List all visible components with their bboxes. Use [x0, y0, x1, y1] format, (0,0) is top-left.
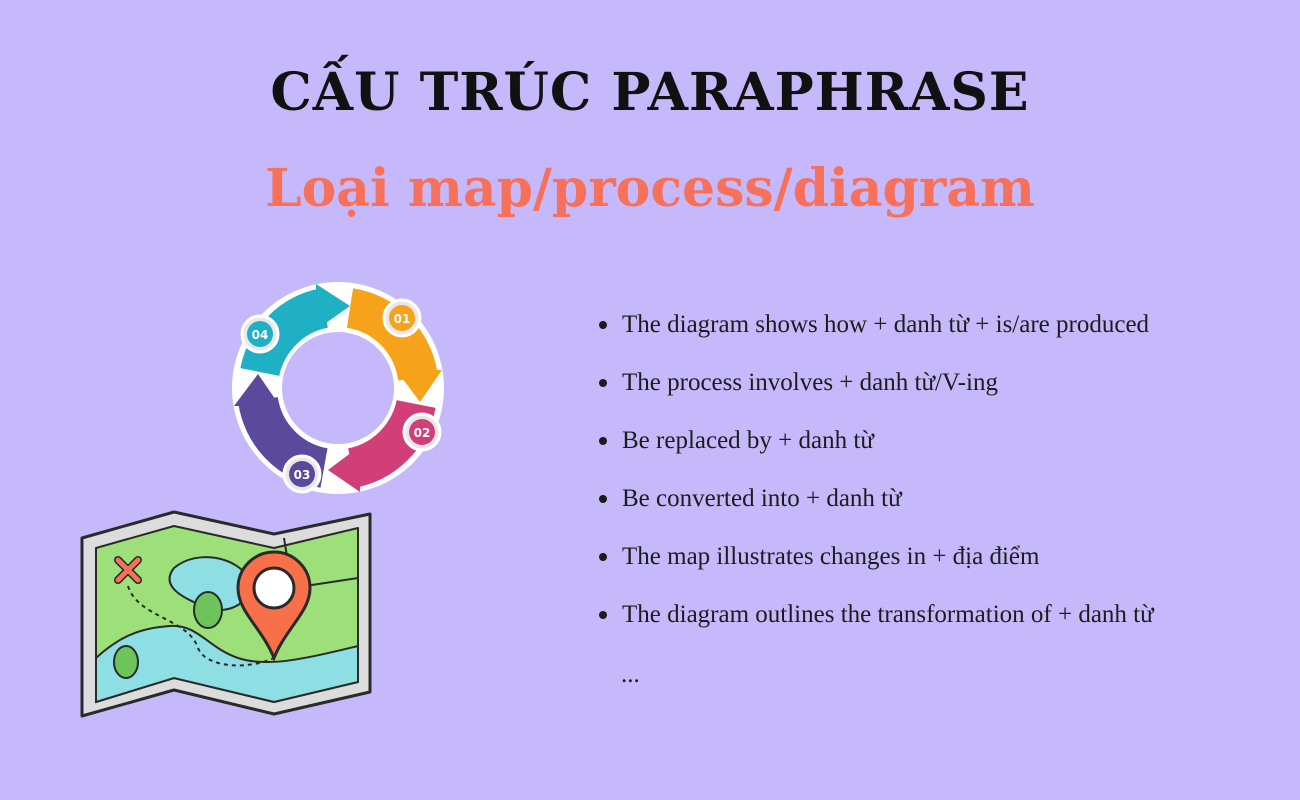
map-illustration — [80, 510, 372, 718]
cycle-diagram-icon: 01 02 03 04 — [232, 282, 444, 494]
bullet-dot — [599, 437, 607, 445]
list-item-text: The diagram outlines the transformation … — [622, 601, 1154, 628]
svg-text:02: 02 — [414, 426, 431, 440]
list-item: The diagram shows how + danh từ + is/are… — [596, 300, 1154, 358]
list-item: The map illustrates changes in + địa điể… — [596, 532, 1154, 590]
step-badge-04: 04 — [240, 314, 280, 354]
list-item-text: The diagram shows how + danh từ + is/are… — [622, 311, 1150, 338]
list-item-text: Be converted into + danh từ — [622, 485, 902, 512]
list-ellipsis: ... — [621, 661, 640, 688]
list-item-text: The process involves + danh từ/V-ing — [622, 369, 998, 396]
page-title: CẤU TRÚC PARAPHRASE — [270, 62, 1030, 123]
page-subtitle: Loại map/process/diagram — [265, 158, 1035, 219]
bullet-dot — [599, 495, 607, 503]
step-badge-01: 01 — [382, 298, 422, 338]
bullet-dot — [599, 379, 607, 387]
step-badge-02: 02 — [402, 412, 442, 452]
list-item-text: The map illustrates changes in + địa điể… — [622, 543, 1040, 570]
bullet-dot — [599, 553, 607, 561]
list-item: The process involves + danh từ/V-ing — [596, 358, 1154, 416]
svg-text:01: 01 — [394, 312, 411, 326]
list-item-text: Be replaced by + danh từ — [622, 427, 874, 454]
x-marker-icon — [114, 556, 142, 584]
list-item: The diagram outlines the transformation … — [596, 590, 1154, 648]
map-pin-icon — [236, 550, 312, 663]
paraphrase-structure-list: The diagram shows how + danh từ + is/are… — [596, 300, 1154, 648]
step-badge-03: 03 — [282, 454, 322, 494]
bullet-dot — [599, 611, 607, 619]
svg-text:03: 03 — [294, 468, 311, 482]
svg-text:04: 04 — [252, 328, 269, 342]
list-item: Be converted into + danh từ — [596, 474, 1154, 532]
list-item: Be replaced by + danh từ — [596, 416, 1154, 474]
bullet-dot — [599, 321, 607, 329]
